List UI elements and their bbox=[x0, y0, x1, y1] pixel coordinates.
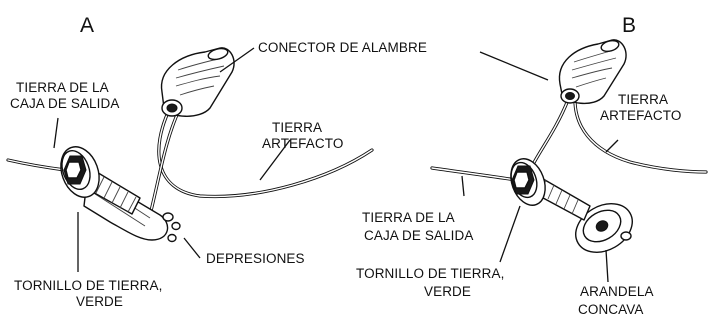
panel-b: B TIERRA ARTEFACTO TIERRA DE LA CAJA DE … bbox=[356, 14, 708, 317]
panel-b-fixture-ground-line2: ARTEFACTO bbox=[600, 108, 681, 123]
leader-fixture-ground-b bbox=[605, 139, 619, 153]
leader-box-ground-b bbox=[461, 175, 465, 197]
panel-a-box-wire bbox=[6, 158, 67, 172]
leader-connector-a bbox=[219, 47, 255, 73]
panel-b-jumper-wire bbox=[528, 98, 570, 172]
leader-screw-b bbox=[499, 205, 521, 263]
panel-b-fixture-wire bbox=[573, 98, 708, 174]
leader-washer bbox=[605, 249, 609, 283]
panel-b-screw-line1: TORNILLO DE TIERRA, bbox=[356, 266, 504, 281]
green-screw-icon bbox=[60, 146, 100, 198]
panel-a: A TIERRA DE LA CAJA DE SALIDA TIERRA ART… bbox=[6, 14, 374, 309]
panel-a-fixture-ground-line2: ARTEFACTO bbox=[262, 136, 343, 151]
green-screw-icon bbox=[510, 158, 546, 206]
leader-connector-b bbox=[479, 51, 549, 81]
depressions-icon bbox=[162, 212, 181, 243]
panel-b-nut-icon bbox=[620, 231, 632, 241]
panel-b-box-wire bbox=[430, 166, 518, 182]
wire-connector-icon bbox=[160, 47, 235, 117]
panel-a-screw-line2: VERDE bbox=[76, 294, 123, 309]
panel-a-screw-line1: TORNILLO DE TIERRA, bbox=[14, 278, 162, 293]
wire-connector-label: CONECTOR DE ALAMBRE bbox=[258, 40, 427, 55]
cup-washer-icon bbox=[575, 203, 633, 253]
leader-box-ground-a bbox=[53, 117, 59, 149]
panel-b-washer-line2: CONCAVA bbox=[578, 302, 643, 317]
panel-b-leaders bbox=[461, 51, 619, 283]
panel-a-letter: A bbox=[80, 14, 94, 37]
panel-a-box-ground-line1: TIERRA DE LA bbox=[16, 80, 109, 95]
panel-a-fixture-ground-line1: TIERRA bbox=[272, 120, 322, 135]
panel-b-box-ground-line1: TIERRA DE LA bbox=[362, 210, 455, 225]
panel-b-box-ground-line2: CAJA DE SALIDA bbox=[364, 228, 473, 243]
panel-b-fixture-ground-line1: TIERRA bbox=[618, 92, 668, 107]
wire-connector-icon bbox=[558, 39, 627, 104]
panel-a-box-ground-line2: CAJA DE SALIDA bbox=[10, 96, 119, 111]
panel-a-fixture-wire bbox=[157, 106, 374, 199]
leader-depressions bbox=[183, 237, 201, 259]
panel-b-washer-line1: ARANDELA bbox=[580, 284, 654, 299]
panel-b-screw-line2: VERDE bbox=[424, 284, 471, 299]
leader-fixture-ground-a bbox=[259, 139, 291, 181]
panel-a-depressions-label: DEPRESIONES bbox=[206, 251, 305, 266]
panel-b-letter: B bbox=[622, 14, 636, 37]
panel-a-leaders bbox=[53, 47, 291, 272]
